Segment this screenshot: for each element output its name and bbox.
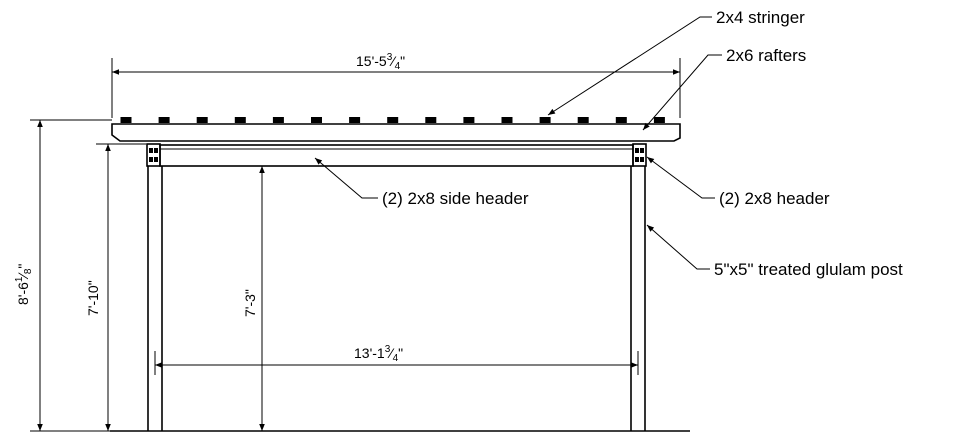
stringer-block (501, 117, 513, 123)
span-value: 13'-13⁄4" (354, 344, 403, 364)
rafters-label: 2x6 rafters (726, 46, 806, 65)
stringer-block (158, 117, 170, 123)
overall-width-value: 15'-53⁄4" (356, 52, 405, 72)
post-right (630, 166, 646, 431)
stringer-block (349, 117, 361, 123)
stringer-leader (547, 16, 712, 116)
side-header-label: (2) 2x8 side header (382, 189, 529, 208)
post-height-value: 7'-10" (85, 280, 101, 316)
post-height-dimension (96, 143, 146, 431)
stringer-block (387, 117, 399, 123)
side-header (159, 144, 634, 167)
post-label: 5"x5" treated glulam post (714, 260, 903, 279)
stringer-label: 2x4 stringer (716, 8, 805, 27)
stringer-block (272, 117, 284, 123)
clear-height-value: 7'-3" (242, 289, 258, 317)
side-header-leader (314, 157, 378, 199)
rafters-leader (642, 54, 722, 131)
stringer-block (120, 117, 132, 123)
stringer-blocks (120, 117, 665, 123)
header-leader (646, 156, 715, 199)
rafter-assembly (111, 123, 681, 142)
header-block-left (146, 143, 161, 167)
stringer-block (425, 117, 437, 123)
stringer-block (311, 117, 322, 123)
stringer-block (653, 117, 665, 123)
stringer-block (463, 117, 475, 123)
span-dimension (154, 351, 639, 375)
stringer-block (539, 117, 551, 123)
stringer-block (234, 117, 246, 123)
stringer-block (196, 117, 208, 123)
post-leader (646, 224, 710, 270)
overall-height-value: 8'-61⁄8" (14, 264, 34, 305)
overall-height-dimension (30, 119, 112, 432)
stringer-block (577, 117, 589, 123)
stringer-block (615, 117, 627, 123)
post-left (147, 166, 163, 431)
header-label: (2) 2x8 header (719, 189, 830, 208)
header-block-right (632, 143, 647, 167)
